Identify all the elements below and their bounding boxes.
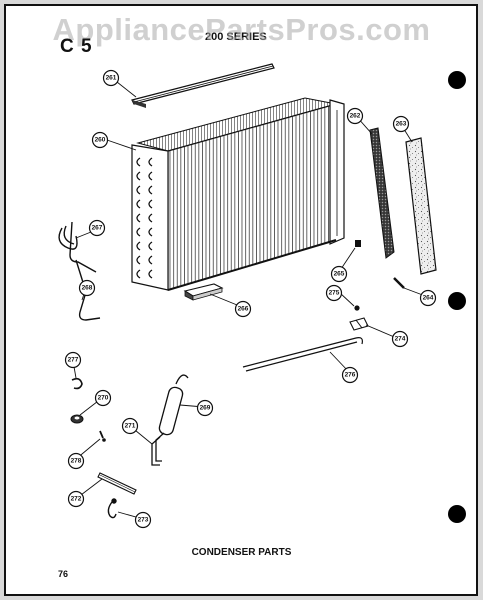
svg-text:276: 276 xyxy=(345,372,356,379)
part-272-rod xyxy=(97,472,137,495)
callout-277: 277 xyxy=(64,351,82,369)
part-264-screw xyxy=(393,277,405,289)
svg-text:277: 277 xyxy=(68,357,79,364)
svg-text:278: 278 xyxy=(71,458,82,465)
svg-text:274: 274 xyxy=(395,336,406,343)
part-267-268-tubes xyxy=(58,221,101,321)
svg-text:268: 268 xyxy=(82,285,93,292)
svg-text:273: 273 xyxy=(138,517,149,524)
part-273-spring-clip xyxy=(107,498,117,519)
callout-272: 272 xyxy=(67,490,85,508)
svg-text:267: 267 xyxy=(92,225,103,232)
callout-262: 262 xyxy=(346,107,364,125)
part-266-block xyxy=(183,283,224,301)
part-262-filter xyxy=(369,127,395,259)
callout-271: 271 xyxy=(121,417,139,435)
part-260-condenser-coil xyxy=(131,97,345,291)
part-277-clip xyxy=(71,377,83,390)
callout-275: 275 xyxy=(325,284,343,302)
svg-text:262: 262 xyxy=(350,113,361,120)
svg-text:263: 263 xyxy=(396,121,407,128)
svg-text:275: 275 xyxy=(329,290,340,297)
section-code: C 5 xyxy=(60,36,93,57)
callout-274: 274 xyxy=(391,330,409,348)
part-274-bracket xyxy=(349,317,369,331)
part-263-foam-strip xyxy=(405,137,437,275)
svg-text:269: 269 xyxy=(200,405,211,412)
series-label: 200 SERIES xyxy=(205,31,267,43)
callout-265: 265 xyxy=(330,265,348,283)
svg-text:264: 264 xyxy=(423,295,434,302)
callout-273: 273 xyxy=(134,511,152,529)
part-276-tube xyxy=(242,337,363,372)
binder-hole-bottom xyxy=(448,505,466,523)
svg-text:266: 266 xyxy=(238,306,249,313)
callout-267: 267 xyxy=(88,219,106,237)
callout-266: 266 xyxy=(234,300,252,318)
part-271-tube xyxy=(151,432,165,466)
part-270-grommet xyxy=(70,414,84,424)
callout-264: 264 xyxy=(419,289,437,307)
binder-hole-middle xyxy=(448,292,466,310)
page-number: 76 xyxy=(58,569,69,579)
callout-276: 276 xyxy=(341,366,359,384)
svg-text:270: 270 xyxy=(98,395,109,402)
svg-text:271: 271 xyxy=(125,423,136,430)
part-261-bracket xyxy=(131,63,275,108)
callout-268: 268 xyxy=(78,279,96,297)
svg-text:272: 272 xyxy=(71,496,82,503)
svg-text:260: 260 xyxy=(95,137,106,144)
part-265-clip xyxy=(355,240,361,247)
diagram-caption: CONDENSER PARTS xyxy=(191,547,292,558)
part-278-pin xyxy=(99,430,106,442)
callout-263: 263 xyxy=(392,115,410,133)
callout-269: 269 xyxy=(196,399,214,417)
part-275-nut xyxy=(354,305,360,311)
binder-hole-top xyxy=(448,71,466,89)
callout-260: 260 xyxy=(91,131,109,149)
callout-270: 270 xyxy=(94,389,112,407)
svg-text:265: 265 xyxy=(334,271,345,278)
svg-text:261: 261 xyxy=(106,75,117,82)
watermark: AppliancePartsPros.com xyxy=(52,12,431,47)
callout-261: 261 xyxy=(102,69,120,87)
callout-278: 278 xyxy=(67,452,85,470)
part-269-accumulator xyxy=(158,374,189,436)
